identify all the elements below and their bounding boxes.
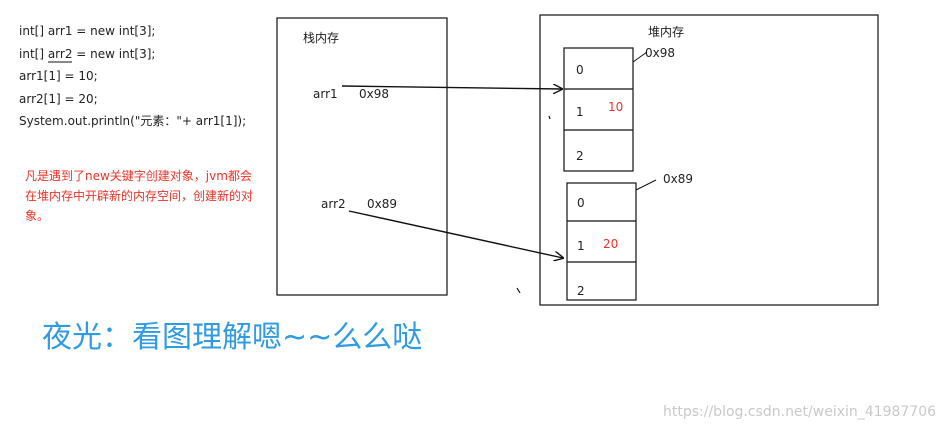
stack-arr2-label: arr2: [321, 197, 346, 211]
code-block: int[] arr1 = new int[3]; int[] arr2 = ne…: [19, 20, 246, 133]
heap-array2-value: 20: [603, 237, 618, 251]
code-line-3: arr1[1] = 10;: [19, 69, 98, 83]
heap-array1-address: 0x98: [645, 46, 675, 60]
heap-array1-value: 10: [608, 100, 623, 114]
heap-array2-address-pointer: [635, 179, 657, 191]
code-line-1: int[] arr1 = new int[3];: [19, 24, 156, 38]
heap-array2-address: 0x89: [663, 172, 693, 186]
heap-array1-index-0: 0: [576, 63, 584, 77]
heap-title: 堆内存: [648, 25, 684, 39]
heap-array2-box: [566, 182, 637, 301]
stray-mark: [548, 115, 551, 120]
stack-arr2-address: 0x89: [367, 197, 397, 211]
stack-title: 栈内存: [303, 30, 339, 45]
code-line-5: System.out.println("元素："+ arr1[1]);: [19, 114, 247, 128]
arr2-reference-arrow: [348, 210, 563, 258]
stack-arr1-address: 0x98: [359, 87, 389, 101]
stack-memory-box: [276, 17, 448, 296]
code-line-2: int[] arr2 = new int[3];: [19, 46, 156, 61]
heap-array2-index-0: 0: [577, 196, 585, 210]
heap-array1-index-2: 2: [576, 149, 584, 163]
note-text: 凡是遇到了new关键字创建对象，jvm都会在堆内存中开辟新的内存空间，创建新的对…: [25, 169, 254, 223]
heap-array2-index-1: 1: [577, 239, 585, 253]
watermark-text: https://blog.csdn.net/weixin_41987706: [663, 404, 937, 420]
heap-array1-address-pointer: [632, 51, 648, 63]
heap-array1-index-1: 1: [576, 105, 584, 119]
heap-memory-box: [539, 14, 879, 306]
code-line-4: arr2[1] = 20;: [19, 91, 98, 106]
arr1-reference-arrow: [341, 86, 562, 89]
stack-arr1-label: arr1: [313, 87, 338, 101]
heap-array2-index-2: 2: [577, 284, 585, 298]
stray-mark: [516, 287, 521, 294]
caption-text: 夜光：看图理解嗯~~么么哒: [42, 320, 423, 355]
heap-array1-box: [563, 47, 634, 172]
